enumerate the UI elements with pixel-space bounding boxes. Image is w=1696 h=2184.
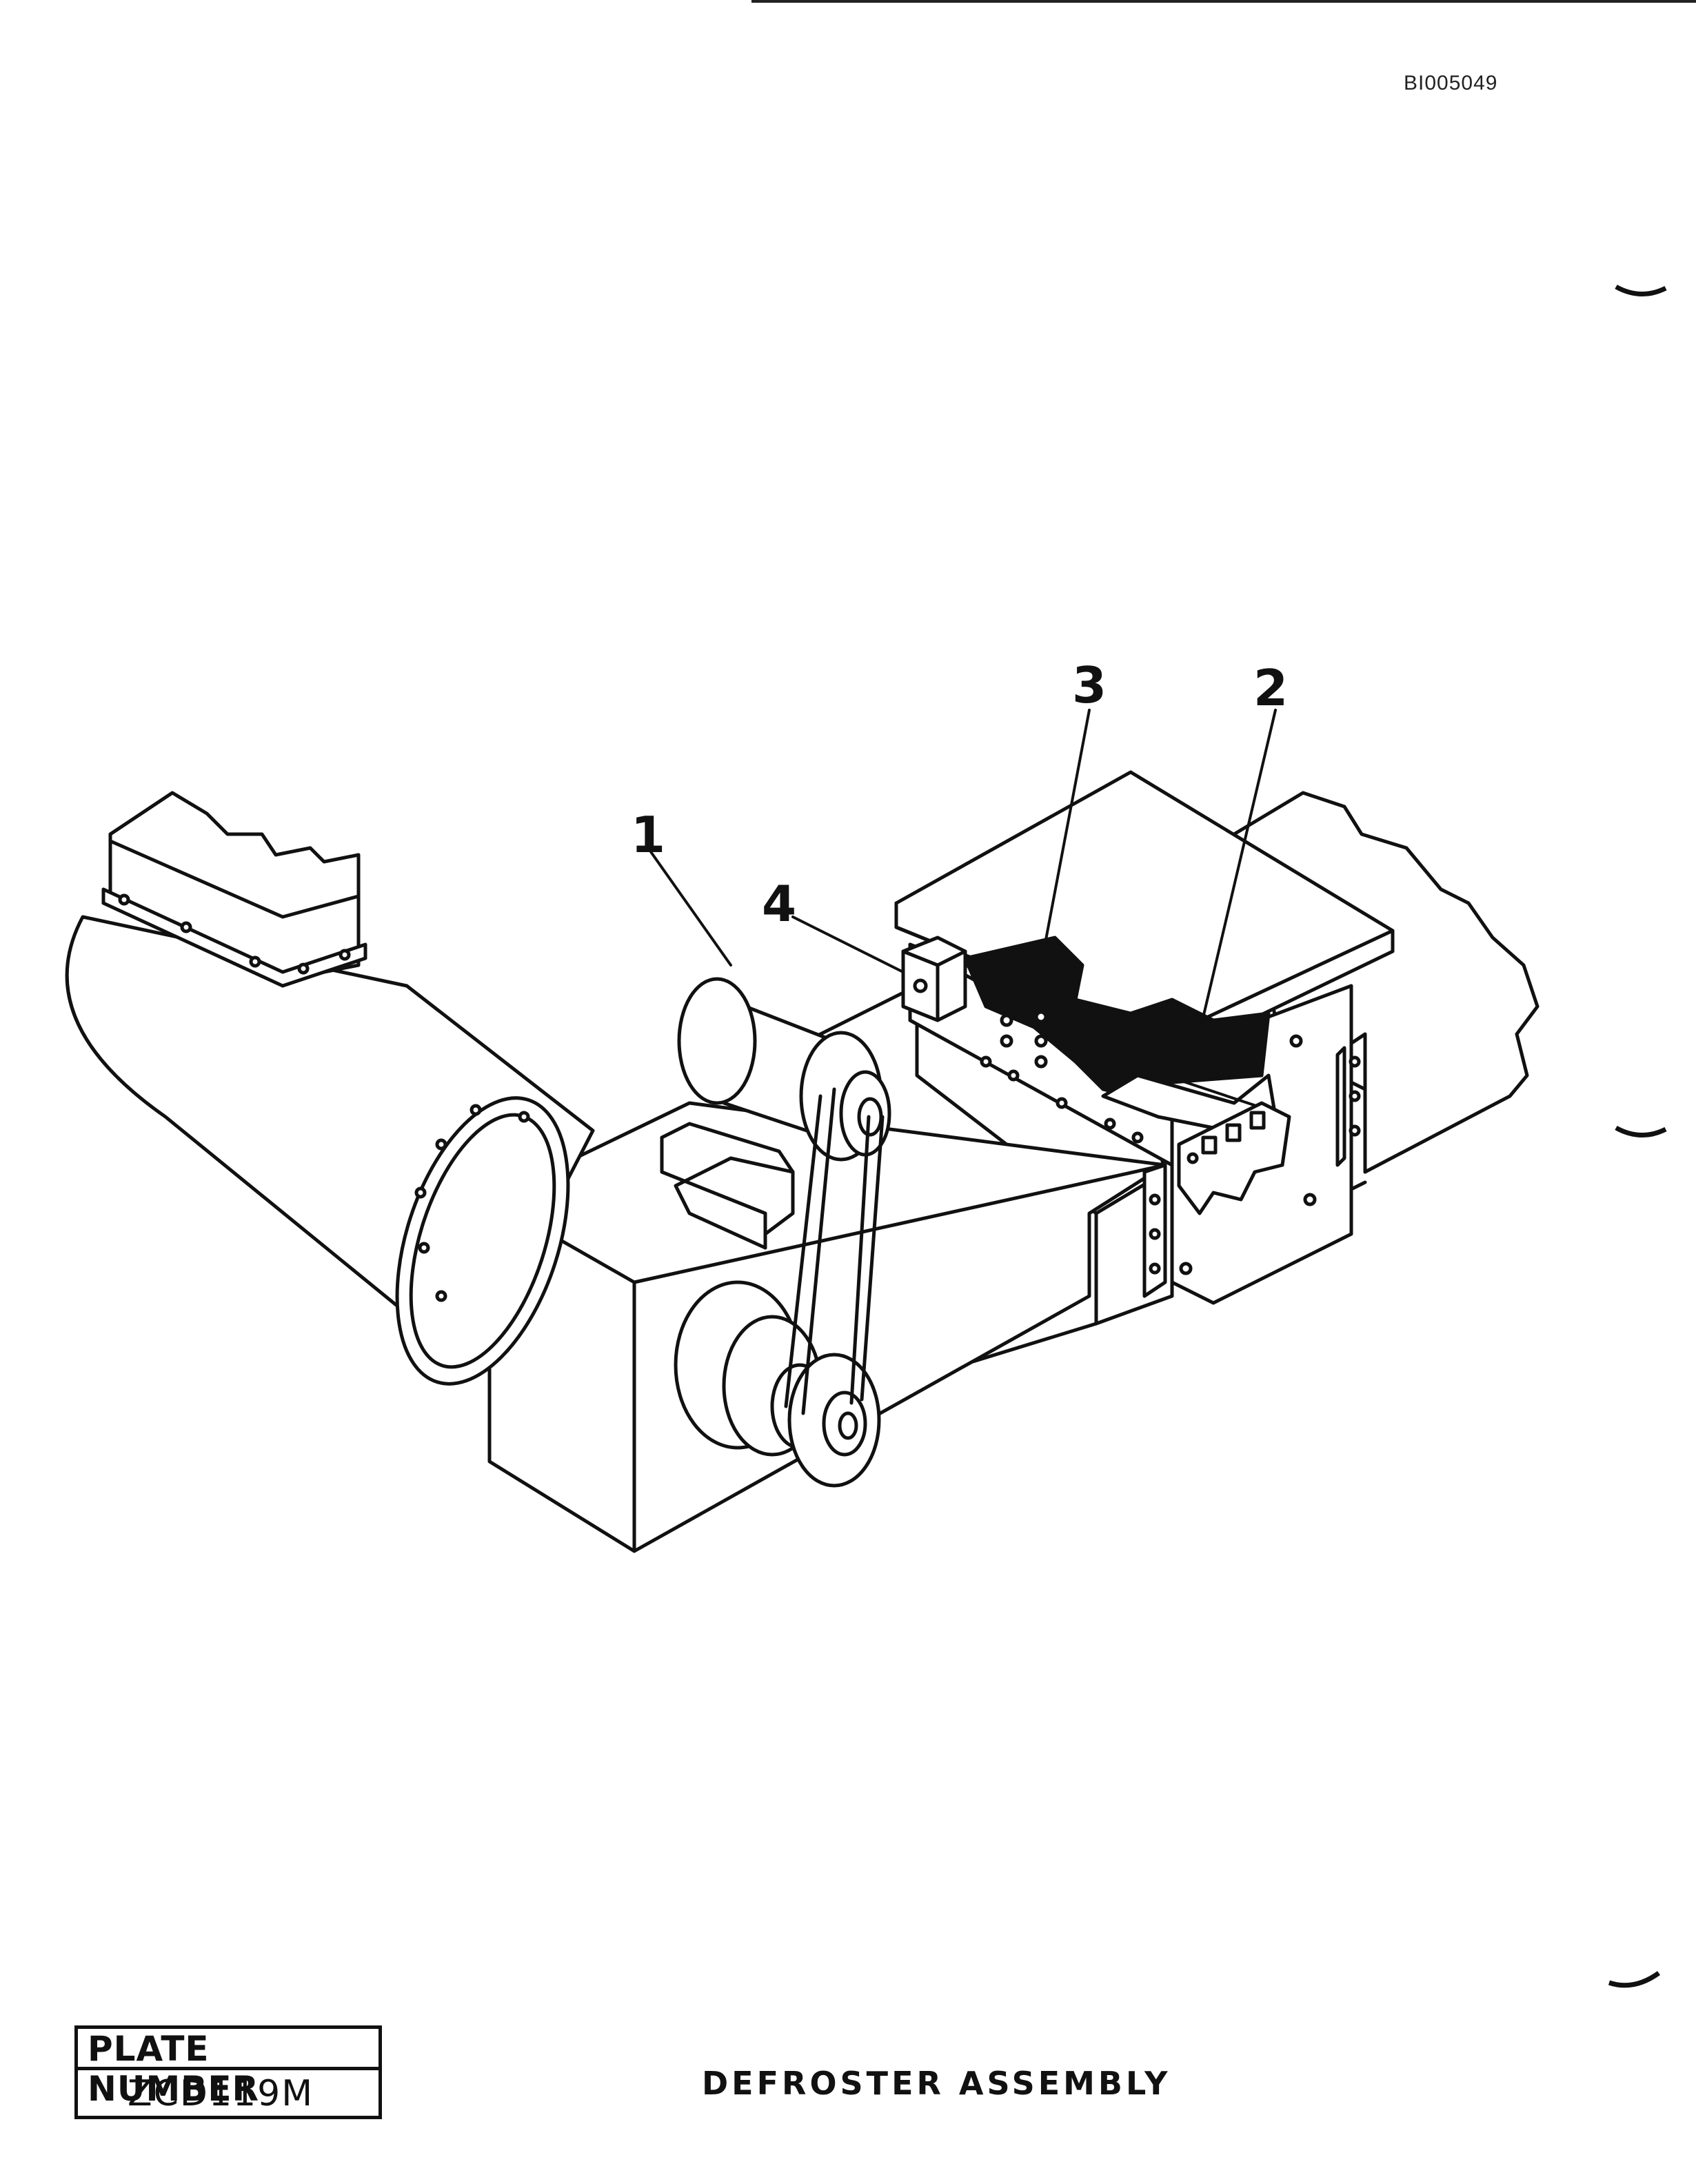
document-id: BI005049 <box>1404 72 1498 94</box>
figure-caption: DEFROSTER ASSEMBLY <box>702 2065 1171 2102</box>
mounting-bracket <box>901 936 967 1022</box>
callout-1: 1 <box>631 806 666 864</box>
top-border-rule <box>751 0 1696 3</box>
plate-number-label: PLATE NUMBER <box>78 2029 378 2109</box>
plate-number-value: ZCD119M <box>128 2073 314 2114</box>
leader-lines <box>647 709 1277 1063</box>
callout-2: 2 <box>1253 659 1289 717</box>
callout-3: 3 <box>1072 656 1107 714</box>
blower-motor <box>677 977 891 1162</box>
binder-mark-top <box>1615 284 1667 296</box>
binder-mark-middle <box>1615 1125 1667 1138</box>
blower-pulley <box>674 1280 881 1488</box>
motor-mount <box>660 1122 795 1250</box>
drive-belts <box>784 1087 885 1415</box>
callout-4: 4 <box>762 875 797 933</box>
inlet-collar <box>101 791 367 988</box>
plate-number-box: PLATE NUMBER ZCD119M <box>74 2025 382 2119</box>
cylindrical-duct <box>65 915 595 1386</box>
binder-mark-bottom <box>1608 1971 1661 1988</box>
